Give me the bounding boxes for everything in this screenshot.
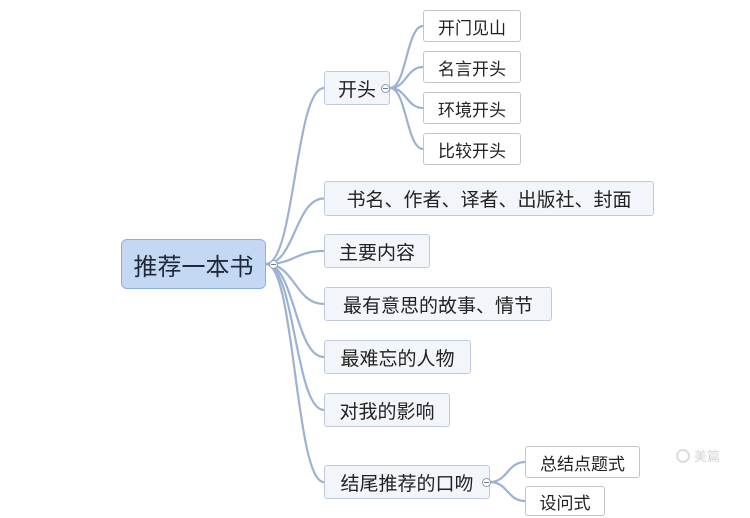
connector-leaf-comparison-opening: [388, 86, 425, 151]
leaf-scene-opening[interactable]: 环境开头: [423, 92, 521, 124]
leaf-quote-opening[interactable]: 名言开头: [423, 51, 521, 83]
leaf-question-ending[interactable]: 设问式: [525, 486, 605, 516]
watermark-text: 美篇: [694, 450, 721, 465]
connector-root-branch-book-info: [264, 197, 326, 266]
connector-root-branch-influence-on-me: [264, 262, 326, 412]
collapse-toggle-icon[interactable]: [269, 260, 278, 269]
leaf-comparison-opening[interactable]: 比较开头: [423, 133, 521, 165]
connector-root-branch-ending: [264, 262, 326, 484]
connector-leaf-summary-ending: [488, 460, 527, 484]
meipian-logo-icon: [676, 448, 690, 463]
root-node[interactable]: 推荐一本书: [121, 239, 266, 289]
connector-root-branch-opening: [264, 86, 326, 266]
branch-memorable-character[interactable]: 最难忘的人物: [324, 340, 471, 374]
branch-influence-on-me[interactable]: 对我的影响: [324, 393, 450, 427]
branch-ending[interactable]: 结尾推荐的口吻: [324, 465, 490, 499]
branch-main-content[interactable]: 主要内容: [324, 234, 430, 268]
branch-interesting-story[interactable]: 最有意思的故事、情节: [324, 287, 552, 321]
watermark: 美篇: [676, 446, 720, 465]
connector-leaf-question-ending: [488, 480, 527, 503]
collapse-toggle-icon[interactable]: [381, 84, 390, 93]
branch-book-info[interactable]: 书名、作者、译者、出版社、封面: [324, 181, 654, 216]
connector-root-branch-memorable-character: [264, 262, 326, 359]
leaf-direct-opening[interactable]: 开门见山: [423, 10, 521, 42]
collapse-toggle-icon[interactable]: [482, 478, 491, 487]
leaf-summary-ending[interactable]: 总结点题式: [525, 446, 640, 478]
